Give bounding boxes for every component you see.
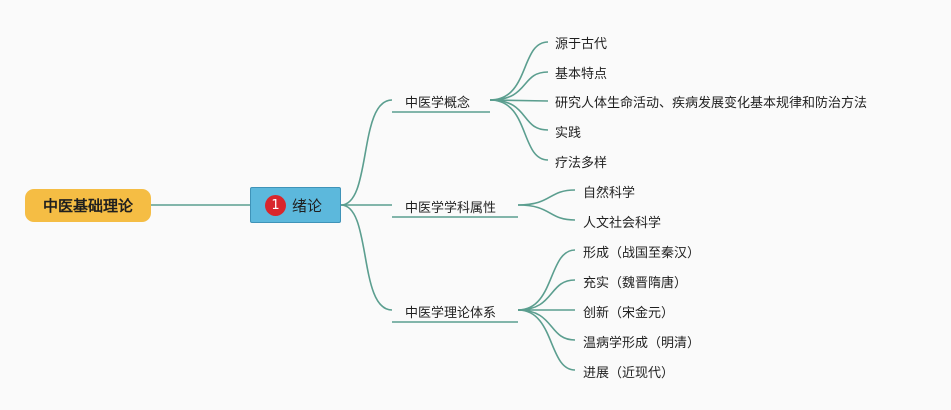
leaf-label: 进展（近现代）	[583, 366, 675, 381]
leaf-label: 基本特点	[555, 67, 608, 82]
leaf-label: 充实（魏晋隋唐）	[583, 276, 688, 291]
branch-label: 中医学学科属性	[405, 201, 497, 216]
branch-label: 中医学概念	[405, 96, 471, 111]
main-topic-node[interactable]: 1 绪论	[250, 187, 341, 223]
leaf-item[interactable]: 充实（魏晋隋唐）	[583, 272, 687, 291]
branch-discipline[interactable]: 中医学学科属性	[405, 197, 496, 216]
leaf-item[interactable]: 形成（战国至秦汉）	[583, 242, 700, 261]
leaf-label: 自然科学	[583, 186, 636, 201]
leaf-item[interactable]: 人文社会科学	[583, 212, 661, 231]
branch-concept[interactable]: 中医学概念	[405, 92, 470, 111]
leaf-item[interactable]: 自然科学	[583, 182, 635, 201]
leaf-label: 研究人体生命活动、疾病发展变化基本规律和防治方法	[555, 96, 868, 111]
leaf-label: 源于古代	[555, 37, 608, 52]
leaf-item[interactable]: 创新（宋金元）	[583, 302, 674, 321]
leaf-item[interactable]: 实践	[555, 122, 581, 141]
leaf-item[interactable]: 基本特点	[555, 63, 607, 82]
leaf-label: 人文社会科学	[583, 216, 662, 231]
leaf-item[interactable]: 源于古代	[555, 33, 607, 52]
main-topic-label: 绪论	[292, 196, 323, 215]
branch-theory-system[interactable]: 中医学理论体系	[405, 302, 496, 321]
leaf-label: 疗法多样	[555, 156, 608, 171]
leaf-label: 温病学形成（明清）	[583, 336, 701, 351]
leaf-item[interactable]: 温病学形成（明清）	[583, 332, 700, 351]
leaf-label: 形成（战国至秦汉）	[583, 246, 701, 261]
leaf-item[interactable]: 研究人体生命活动、疾病发展变化基本规律和防治方法	[555, 92, 867, 111]
branch-label: 中医学理论体系	[405, 306, 497, 321]
root-node[interactable]: 中医基础理论	[25, 189, 151, 222]
root-label: 中医基础理论	[42, 197, 133, 215]
number-badge-icon: 1	[265, 194, 286, 216]
leaf-item[interactable]: 疗法多样	[555, 152, 607, 171]
leaf-label: 实践	[555, 126, 582, 141]
leaf-label: 创新（宋金元）	[583, 306, 675, 321]
leaf-item[interactable]: 进展（近现代）	[583, 362, 674, 381]
